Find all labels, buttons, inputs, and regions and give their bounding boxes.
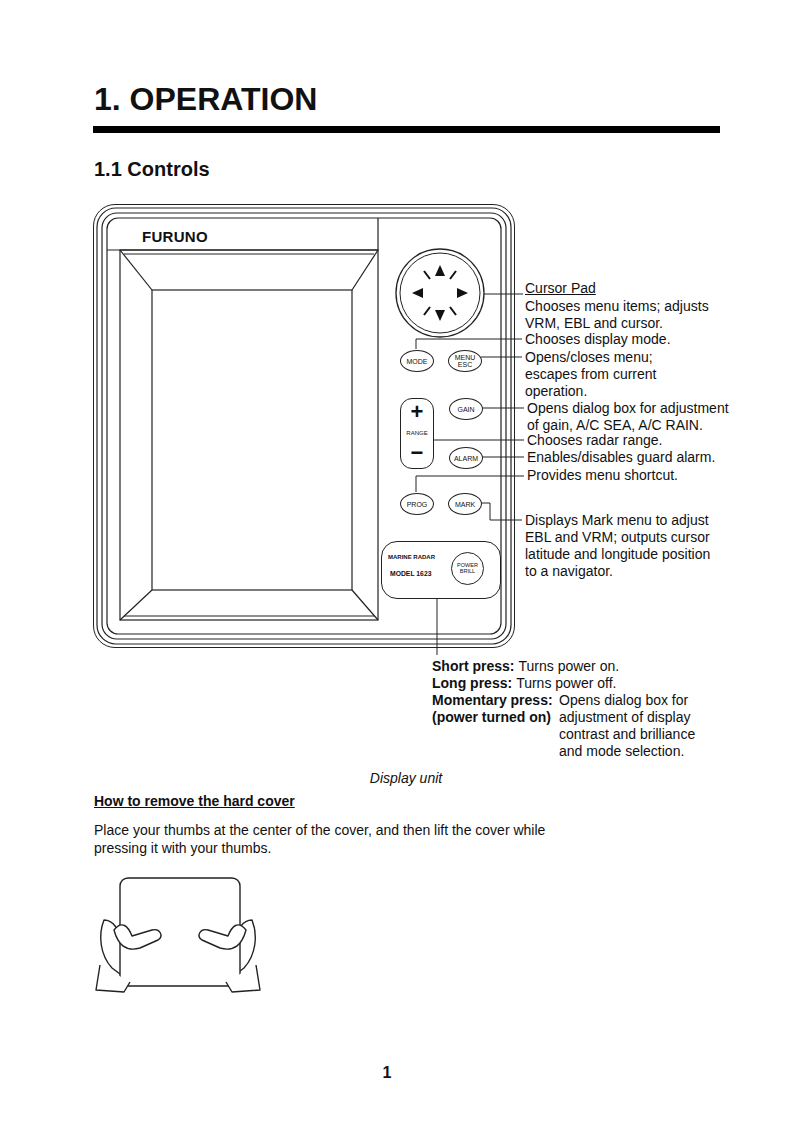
mode-button: MODE	[400, 350, 434, 372]
callout-text: Turns power on.	[518, 658, 619, 674]
model-panel: MARINE RADAR MODEL 1623 POWER BRILL	[381, 541, 501, 599]
callout-term: Long press:	[432, 675, 512, 691]
power-callout: Short press:Turns power on. Long press:T…	[432, 658, 732, 760]
prog-button: PROG	[400, 493, 434, 515]
cursor-pad	[396, 249, 484, 337]
hands-and-cover	[96, 878, 260, 992]
callout-text: Opens dialog box for adjustment of gain,…	[527, 400, 743, 434]
range-key: + RANGE −	[400, 398, 434, 469]
subheading: How to remove the hard cover	[94, 793, 295, 810]
node-label: MENU ESC	[451, 354, 479, 368]
callout-text: Opens/closes menu; escapes from current …	[525, 349, 667, 400]
callout-text: Chooses menu items; adjusts VRM, EBL and…	[525, 298, 721, 332]
alarm-button: ALARM	[449, 447, 483, 469]
node-label: MODEL 1623	[390, 570, 431, 578]
node-label: MARINE RADAR	[388, 554, 435, 560]
node-label: POWER BRILL	[454, 563, 481, 574]
body-text: Place your thumbs at the center of the c…	[94, 821, 574, 857]
callout-text: Opens dialog box for adjustment of displ…	[559, 692, 709, 760]
node-label: MARK	[455, 501, 475, 508]
title-rule	[93, 126, 720, 133]
figure-caption: Display unit	[306, 770, 506, 787]
housing-rings	[97, 208, 511, 644]
page-title: 1. OPERATION	[94, 80, 317, 118]
gain-button: GAIN	[449, 398, 483, 420]
callout-text: Chooses radar range.	[527, 432, 662, 449]
callout-text: Chooses display mode.	[525, 331, 671, 348]
leader-lines	[416, 294, 524, 655]
node-label: RANGE	[406, 430, 427, 436]
power-brill-button: POWER BRILL	[451, 552, 484, 585]
node-label: FURUNO	[142, 229, 208, 244]
callout-label: Cursor Pad	[525, 280, 596, 297]
callout-term: Momentary press:	[432, 692, 559, 709]
node-label: PROG	[407, 501, 428, 508]
callout-term: Short press:	[432, 658, 514, 674]
node-label: MODE	[407, 358, 428, 365]
section-heading: 1.1 Controls	[94, 157, 210, 181]
mark-button: MARK	[448, 493, 482, 515]
node-label: −	[411, 442, 424, 464]
callout-text: Provides menu shortcut.	[527, 467, 678, 484]
node-label: +	[411, 401, 424, 423]
callout-text: Enables/disables guard alarm.	[527, 449, 715, 466]
callout-text: Displays Mark menu to adjust EBL and VRM…	[525, 512, 717, 580]
node-label: ALARM	[454, 455, 478, 462]
callout-term: (power turned on)	[432, 709, 559, 726]
menu-esc-button: MENU ESC	[448, 350, 482, 372]
callout-text: Turns power off.	[516, 675, 616, 691]
display-housing: FURUNO MODE MENU ESC + RANGE − GAIN ALARM PROG MA…	[93, 204, 515, 648]
page-number: 1	[367, 1064, 407, 1081]
node-label: GAIN	[457, 406, 474, 413]
